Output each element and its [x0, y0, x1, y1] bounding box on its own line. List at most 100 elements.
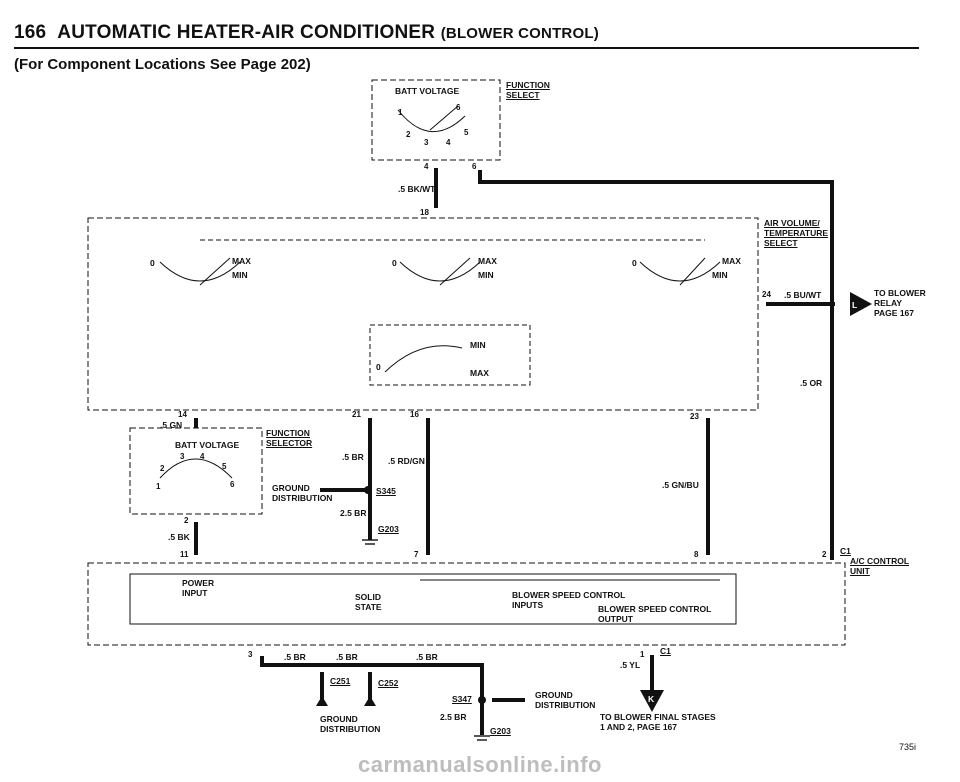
pin-7: 7	[414, 550, 419, 559]
ground-distribution-left-label: GROUND DISTRIBUTION	[320, 714, 381, 734]
c251-label: C251	[330, 676, 351, 686]
page-code: 735i	[898, 742, 916, 752]
selector-pin-5: 5	[222, 462, 227, 471]
blower-speed-output-label: BLOWER SPEED CONTROL OUTPUT	[598, 604, 712, 624]
g203b-label: G203	[490, 726, 511, 736]
pin-2: 2	[184, 516, 189, 525]
pin-3: 3	[248, 650, 253, 659]
wire-br-b3-label: .5 BR	[416, 652, 438, 662]
c252-label: C252	[378, 678, 399, 688]
right-min-label: MIN	[712, 270, 728, 280]
power-input-label: POWER INPUT	[182, 578, 215, 598]
pin-16: 16	[410, 410, 419, 419]
splice-s347	[478, 696, 486, 704]
wire-br-b2-label: .5 BR	[336, 652, 358, 662]
batt-voltage-left-label: BATT VOLTAGE	[175, 440, 240, 450]
rotary-left-wiper	[199, 257, 231, 286]
rotary-mid-arc	[399, 261, 481, 282]
splice-s345	[364, 486, 372, 494]
air-volume-label: AIR VOLUME/ TEMPERATURE SELECT	[764, 218, 829, 248]
relay-letter: L	[852, 300, 858, 310]
switch-pin-1: 1	[398, 108, 403, 117]
function-select-box	[371, 79, 501, 161]
to-blower-relay-label: TO BLOWER RELAY PAGE 167	[874, 288, 926, 318]
pin-18: 18	[420, 208, 429, 217]
wire-bu-wt-label: .5 BU/WT	[784, 290, 822, 300]
wire-br-label: .5 BR	[342, 452, 364, 462]
function-select-arc	[397, 109, 466, 132]
solid-state-box	[129, 573, 737, 625]
wire-bk-wt-label: .5 BK/WT	[398, 184, 436, 194]
wire-rd-gn-label: .5 RD/GN	[388, 456, 425, 466]
right-zero-label: 0	[632, 258, 637, 268]
blower-relay-symbol	[850, 292, 872, 316]
ground-distribution-bottom-label: GROUND DISTRIBUTION	[535, 690, 596, 710]
left-min-label: MIN	[232, 270, 248, 280]
wire-or-label: .5 OR	[800, 378, 823, 388]
selector-pin-2: 2	[160, 464, 165, 473]
wire-bk-label: .5 BK	[168, 532, 190, 542]
switch-pin-4: 4	[446, 138, 451, 147]
pin-2c: 2	[822, 550, 827, 559]
selector-pin-3: 3	[180, 452, 185, 461]
switch-pin-2: 2	[406, 130, 411, 139]
selector-pin-4: 4	[200, 452, 205, 461]
rotary-mid-wiper	[439, 257, 471, 286]
wire-gn-bu-label: .5 GN/BU	[662, 480, 699, 490]
function-selector-label: FUNCTION SELECTOR	[266, 428, 313, 448]
wire-gn-label: .5 GN	[160, 420, 183, 430]
selector-pin-1: 1	[156, 482, 161, 491]
mid-max-label: MAX	[478, 256, 497, 266]
inner-max-label: MAX	[470, 368, 489, 378]
s345-label: S345	[376, 486, 396, 496]
right-max-label: MAX	[722, 256, 741, 266]
inner-zero-label: 0	[376, 362, 381, 372]
air-volume-box	[87, 217, 759, 411]
function-select-label: FUNCTION SELECT	[506, 80, 550, 100]
mid-zero-label: 0	[392, 258, 397, 268]
ground-arrow-c251	[316, 696, 328, 706]
ac-control-unit-box	[87, 562, 846, 646]
wire-br25-b-label: 2.5 BR	[440, 712, 467, 722]
title-sub: (BLOWER CONTROL)	[440, 25, 599, 42]
pin-1: 1	[640, 650, 645, 659]
blower-final-symbol	[640, 690, 664, 712]
wire-or	[478, 170, 834, 560]
batt-voltage-top-label: BATT VOLTAGE	[395, 86, 460, 96]
page-title: 166 AUTOMATIC HEATER-AIR CONDITIONER (BL…	[14, 22, 599, 44]
function-select-wiper	[429, 105, 459, 131]
wire-br25-label: 2.5 BR	[340, 508, 367, 518]
c1-label: C1	[840, 546, 851, 556]
left-max-label: MAX	[232, 256, 251, 266]
rotary-right-arc	[639, 261, 721, 282]
pin-8: 8	[694, 550, 699, 559]
mid-min-label: MIN	[478, 270, 494, 280]
c1b-label: C1	[660, 646, 671, 656]
pin-14: 14	[178, 410, 187, 419]
inner-control-arc	[384, 345, 463, 373]
title-main: AUTOMATIC HEATER-AIR CONDITIONER	[57, 22, 436, 43]
ground-distribution-mid-label: GROUND DISTRIBUTION	[272, 483, 333, 503]
pin-24: 24	[762, 290, 771, 299]
to-blower-final-label: TO BLOWER FINAL STAGES 1 AND 2, PAGE 167	[600, 712, 716, 732]
pin-11: 11	[180, 550, 189, 559]
title-rule	[14, 47, 919, 49]
g203-label: G203	[378, 524, 399, 534]
rotary-right-wiper	[679, 257, 706, 286]
blower-speed-inputs-label: BLOWER SPEED CONTROL INPUTS	[512, 590, 626, 610]
wire-yl-label: .5 YL	[620, 660, 641, 670]
switch-pin-6: 6	[456, 103, 461, 112]
pin-4: 4	[424, 162, 429, 171]
inner-control-box	[369, 324, 531, 386]
function-selector-arc	[159, 458, 233, 479]
switch-pin-5: 5	[464, 128, 469, 137]
rotary-left-arc	[159, 261, 241, 282]
s347-label: S347	[452, 694, 472, 704]
blower-letter: K	[648, 694, 655, 704]
ac-control-unit-label: A/C CONTROL UNIT	[850, 556, 910, 576]
selector-pin-6: 6	[230, 480, 235, 489]
solid-state-label: SOLID STATE	[355, 592, 382, 612]
switch-pin-3: 3	[424, 138, 429, 147]
pin-23: 23	[690, 412, 699, 421]
